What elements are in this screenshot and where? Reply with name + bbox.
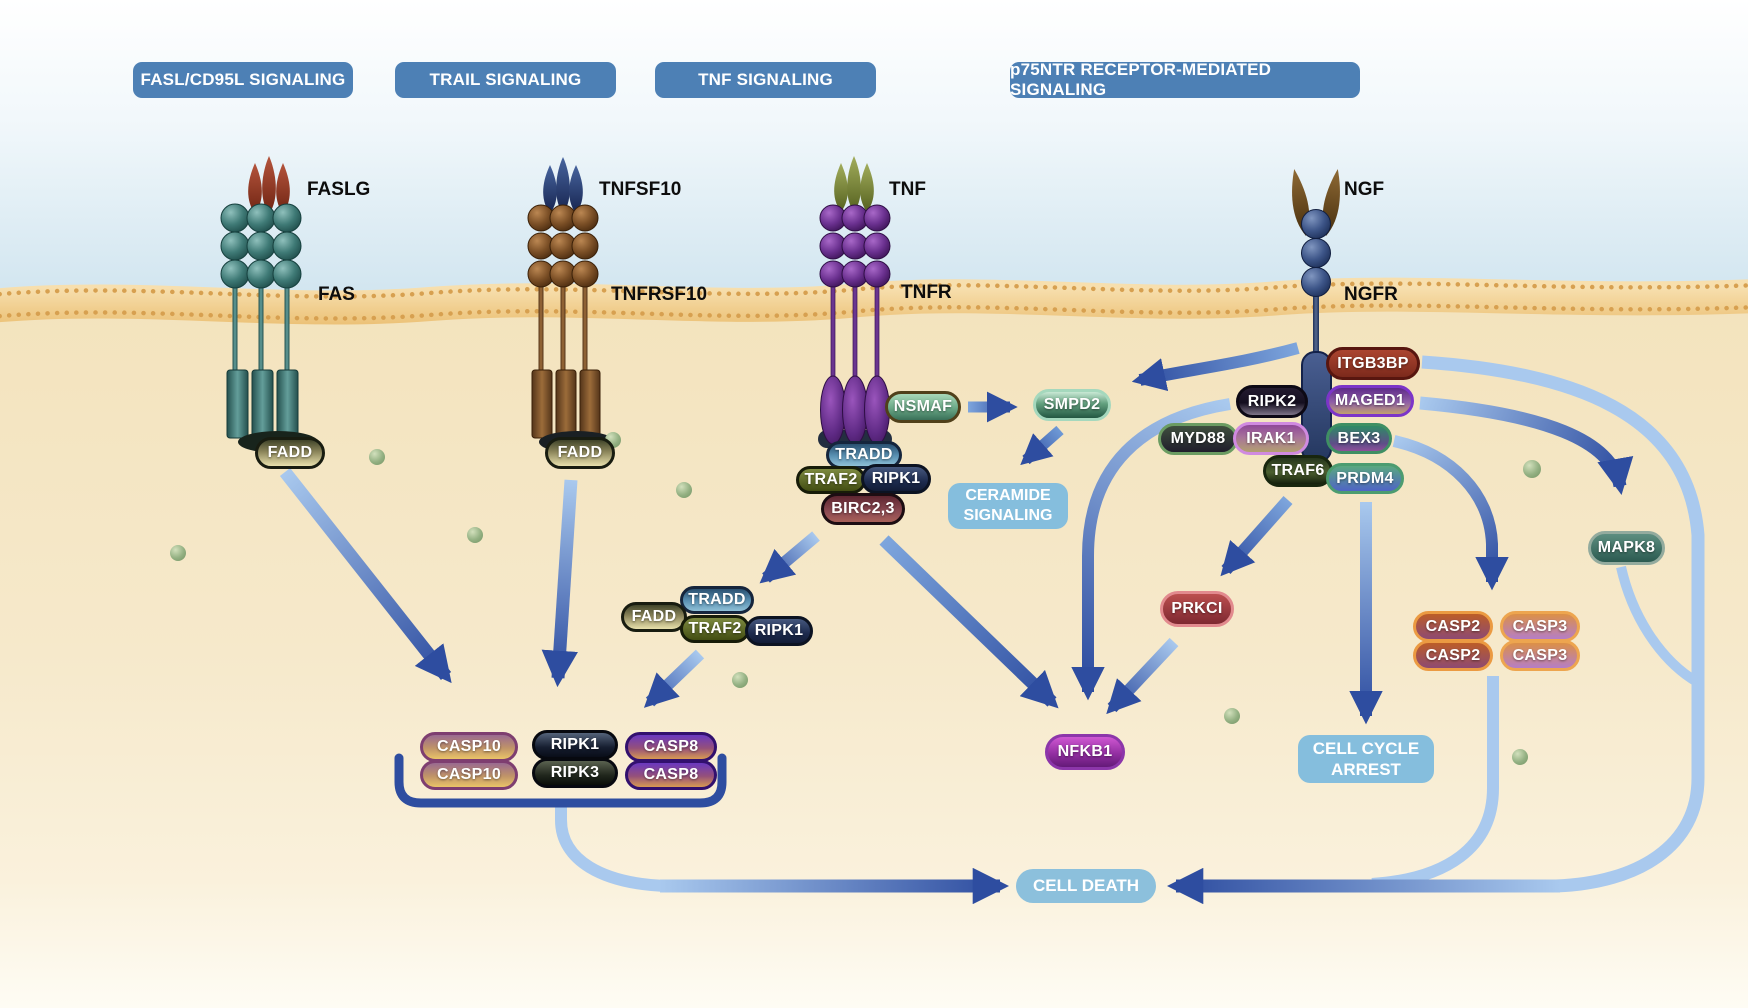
node-casp8-2[interactable]: CASP8	[625, 760, 717, 790]
node-casp3-2[interactable]: CASP3	[1500, 640, 1580, 671]
cell-death-label: CELL DEATH	[1032, 876, 1140, 896]
cell-cycle-line2: ARREST	[1331, 760, 1401, 779]
cell-cycle-arrest-box: CELL CYCLE ARREST	[1298, 735, 1434, 783]
node-tradd-complex2[interactable]: TRADD	[680, 586, 754, 614]
ceramide-line2: SIGNALING	[963, 507, 1053, 524]
node-casp2-2[interactable]: CASP2	[1413, 640, 1493, 671]
arrow-mapk8-down-curve	[1616, 565, 1700, 687]
arrow-prkci-to-nfkb1	[1106, 637, 1179, 715]
node-casp2-1[interactable]: CASP2	[1413, 611, 1493, 642]
node-ripk1-caspase[interactable]: RIPK1	[532, 730, 618, 760]
node-mapk8[interactable]: MAPK8	[1588, 531, 1665, 565]
node-prdm4[interactable]: PRDM4	[1326, 463, 1404, 494]
node-maged1[interactable]: MAGED1	[1326, 385, 1414, 417]
node-myd88[interactable]: MYD88	[1158, 423, 1238, 455]
node-ripk1-tnfr[interactable]: RIPK1	[861, 464, 931, 494]
node-irak1[interactable]: IRAK1	[1233, 422, 1309, 455]
node-bex3[interactable]: BEX3	[1326, 423, 1392, 454]
node-traf2-complex2[interactable]: TRAF2	[680, 615, 750, 643]
label-faslg: FASLG	[307, 179, 371, 200]
node-traf2-tnfr[interactable]: TRAF2	[796, 466, 866, 494]
arrow-smpd2-to-ceramide	[1020, 425, 1064, 466]
header-p75ntr-signaling: p75NTR RECEPTOR-MEDIATED SIGNALING	[1010, 60, 1360, 99]
ceramide-line1: CERAMIDE	[965, 487, 1051, 504]
header-tnf-signaling: TNF SIGNALING	[655, 62, 876, 98]
node-casp3-1[interactable]: CASP3	[1500, 611, 1580, 642]
node-ripk1-complex2[interactable]: RIPK1	[745, 616, 813, 646]
node-itgb3bp[interactable]: ITGB3BP	[1326, 347, 1420, 380]
node-fadd-fas[interactable]: FADD	[255, 437, 325, 469]
ngfr-receptor-graphic	[1292, 169, 1340, 463]
arrow-itgb3bp-membrane-curve	[1421, 355, 1705, 893]
cell-death-box: CELL DEATH	[1016, 869, 1156, 903]
label-tnfsf10: TNFSF10	[599, 179, 682, 200]
arrow-birc-to-complex2	[759, 531, 820, 584]
label-fas: FAS	[318, 284, 355, 305]
node-fadd-trail[interactable]: FADD	[545, 437, 615, 469]
node-ripk3[interactable]: RIPK3	[532, 758, 618, 788]
label-tnfrsf10: TNFRSF10	[611, 284, 708, 305]
node-prkci[interactable]: PRKCI	[1160, 591, 1234, 627]
label-ngfr: NGFR	[1344, 284, 1398, 305]
cell-cycle-line1: CELL CYCLE	[1312, 738, 1420, 758]
node-smpd2[interactable]: SMPD2	[1033, 389, 1111, 421]
node-casp10-2[interactable]: CASP10	[420, 760, 518, 790]
label-ngf: NGF	[1344, 179, 1385, 200]
label-tnfr: TNFR	[901, 282, 952, 303]
node-ripk2[interactable]: RIPK2	[1236, 385, 1308, 418]
cytoplasm-dots	[170, 432, 1541, 765]
ceramide-signaling-box: CERAMIDE SIGNALING	[948, 483, 1068, 529]
label-tnf: TNF	[889, 179, 926, 200]
pathway-arrows	[279, 342, 1705, 905]
arrow-traf6-to-prkci	[1220, 496, 1293, 577]
arrow-trail-to-caspases	[541, 479, 578, 688]
node-casp10-1[interactable]: CASP10	[420, 732, 518, 762]
header-trail-signaling: TRAIL SIGNALING	[395, 62, 616, 98]
arrow-fas-to-caspases	[279, 467, 452, 684]
node-nsmaf[interactable]: NSMAF	[885, 391, 961, 423]
arrow-bex3-to-caspases	[1392, 435, 1509, 591]
caspase-complex-bracket	[394, 753, 727, 808]
arrow-ripk2-to-nfkb1	[1071, 398, 1231, 701]
node-traf6[interactable]: TRAF6	[1263, 455, 1333, 487]
header-fasl-signaling: FASL/CD95L SIGNALING	[133, 62, 353, 98]
arrow-bracket-stem-curve	[555, 806, 669, 892]
arrow-birc-to-nfkb1	[879, 535, 1059, 709]
node-casp8-1[interactable]: CASP8	[625, 732, 717, 762]
node-nfkb1[interactable]: NFKB1	[1045, 734, 1125, 770]
arrow-complex2-to-casp8	[643, 649, 705, 708]
node-birc23[interactable]: BIRC2,3	[821, 493, 905, 525]
node-fadd-complex2[interactable]: FADD	[621, 602, 687, 632]
arrow-ngfr-to-smpd2	[1131, 342, 1300, 392]
arrow-maged1-to-mapk8	[1419, 396, 1634, 495]
